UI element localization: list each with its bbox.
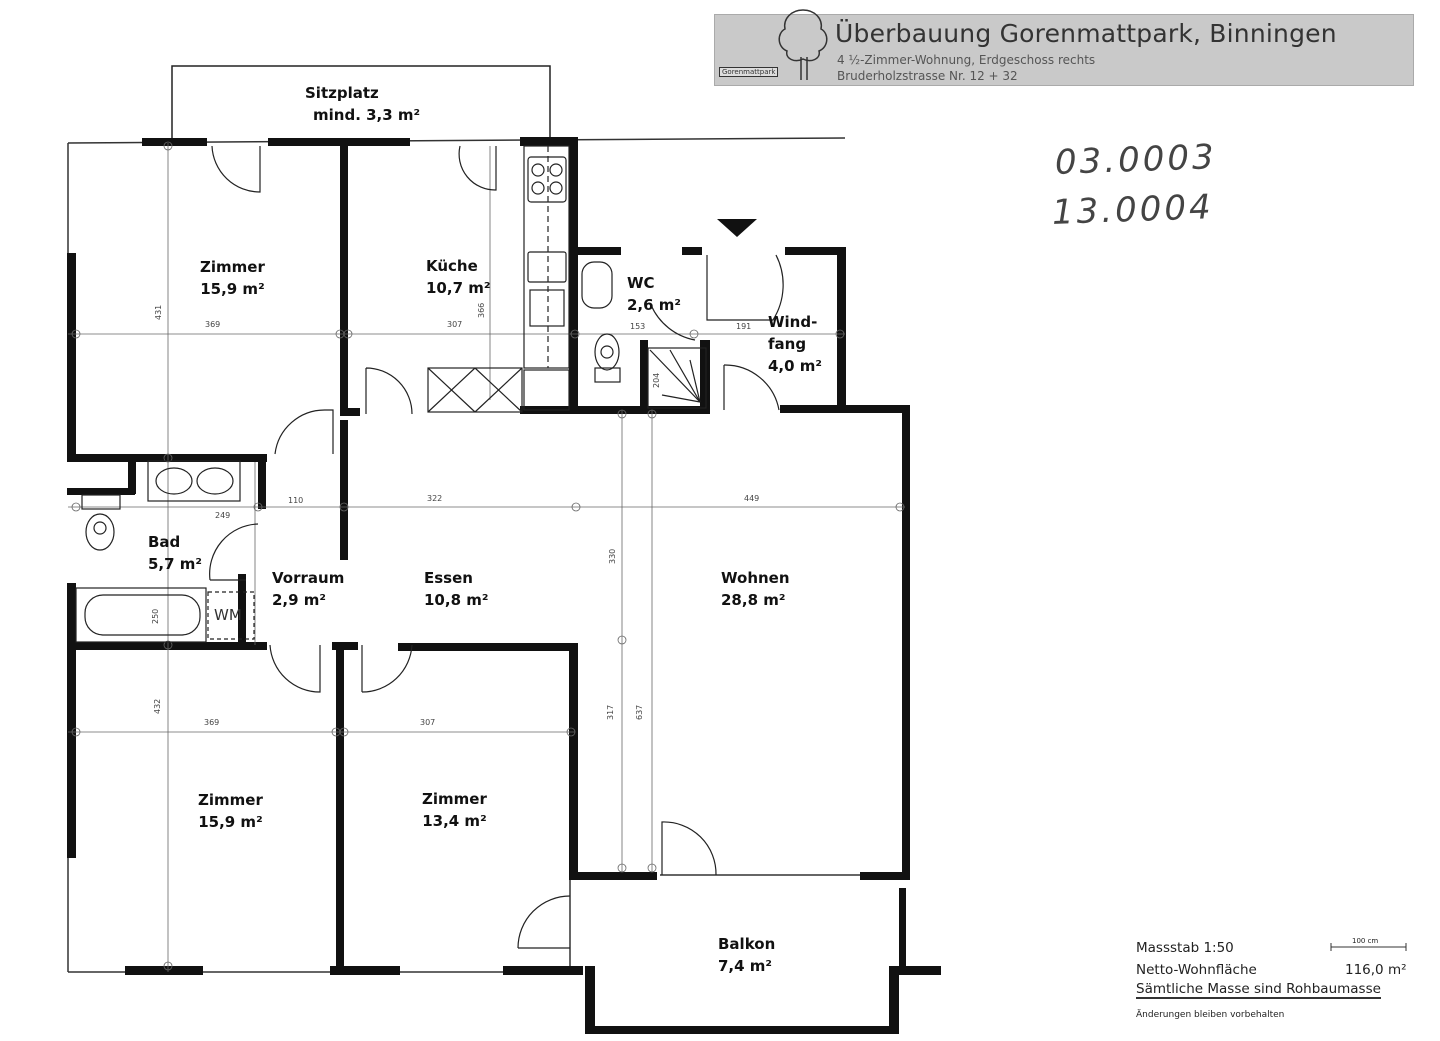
logo-label: Gorenmattpark — [719, 67, 779, 77]
room-name: WC — [627, 274, 655, 292]
dim-zimmer-sw-depth: 432 — [153, 698, 162, 714]
room-name: Küche — [426, 257, 478, 275]
room-area: 7,4 m² — [718, 957, 772, 975]
room-vorraum: Vorraum 2,9 m² — [272, 567, 344, 611]
room-sitzplatz: Sitzplatz mind. 3,3 m² — [305, 82, 420, 126]
dimension-markers — [71, 141, 905, 971]
room-wohnen: Wohnen 28,8 m² — [721, 567, 790, 611]
room-balkon: Balkon 7,4 m² — [718, 933, 775, 977]
room-zimmer-sw: Zimmer 15,9 m² — [198, 789, 263, 833]
dim-windfang-width: 191 — [736, 322, 752, 331]
room-name: Zimmer — [198, 791, 263, 809]
dim-zimmer-s-width: 307 — [420, 718, 436, 727]
disclaimer: Änderungen bleiben vorbehalten — [1136, 1010, 1285, 1020]
kitchen-counter — [427, 145, 570, 413]
scale-bar-label: 100 cm — [1352, 937, 1379, 945]
room-area: 10,7 m² — [426, 279, 491, 297]
entrance-arrow-icon — [717, 219, 757, 237]
plan-address: Bruderholzstrasse Nr. 12 + 32 — [837, 69, 1018, 83]
dim-wohnen-depth-b: 637 — [635, 704, 644, 720]
net-area-value: 116,0 m² — [1345, 962, 1407, 978]
dim-bad-depth: 250 — [151, 608, 160, 624]
dim-essen-depth: 330 — [608, 548, 617, 564]
dim-wohnen-depth-a: 317 — [606, 704, 615, 720]
room-area: 4,0 m² — [768, 357, 822, 375]
dimension-lines — [68, 143, 905, 972]
room-name: Zimmer — [200, 258, 265, 276]
room-name: Vorraum — [272, 569, 345, 587]
room-area: 15,9 m² — [198, 813, 263, 831]
room-area: 2,6 m² — [627, 296, 681, 314]
dim-wc-width: 153 — [630, 322, 646, 331]
room-zimmer-s: Zimmer 13,4 m² — [422, 788, 487, 832]
plan-subtitle: 4 ½-Zimmer-Wohnung, Erdgeschoss rechts — [837, 53, 1096, 67]
dim-zimmer-nw-width: 369 — [205, 320, 221, 329]
dim-zimmer-nw-depth: 431 — [154, 304, 163, 320]
room-area: 15,9 m² — [200, 280, 265, 298]
dim-wc-depth: 204 — [652, 372, 661, 388]
dim-vorraum-width: 110 — [288, 496, 304, 505]
room-area: 2,9 m² — [272, 591, 326, 609]
dim-bad-width: 249 — [215, 511, 231, 520]
room-name: Balkon — [718, 935, 776, 953]
handwritten-number-1: 03.0003 — [1054, 137, 1218, 183]
tree-icon — [778, 9, 828, 80]
dim-zimmer-sw-width: 369 — [204, 718, 220, 727]
handwritten-number-2: 13.0004 — [1051, 187, 1215, 233]
room-area: 5,7 m² — [148, 555, 202, 573]
room-area: 10,8 m² — [424, 591, 489, 609]
sitzplatz-outline — [171, 65, 551, 143]
room-zimmer-nw: Zimmer 15,9 m² — [200, 256, 265, 300]
dim-wohnen-width: 449 — [744, 494, 760, 503]
bathroom-fixtures — [75, 460, 255, 643]
doors — [209, 145, 784, 949]
room-name: Bad — [148, 533, 181, 551]
room-name: Essen — [424, 569, 473, 587]
room-area: mind. 3,3 m² — [313, 106, 421, 124]
washing-machine-label: WM — [214, 606, 242, 624]
construction-note: Sämtliche Masse sind Rohbaumasse — [1136, 981, 1381, 999]
room-essen: Essen 10,8 m² — [424, 567, 488, 611]
room-name: Zimmer — [422, 790, 487, 808]
room-name-2: fang — [768, 335, 807, 353]
net-area-label: Netto-Wohnfläche — [1136, 962, 1257, 978]
room-windfang: Wind- fang 4,0 m² — [768, 311, 822, 377]
room-bad: Bad 5,7 m² — [148, 531, 202, 575]
room-wc: WC 2,6 m² — [627, 272, 681, 316]
scale-bar — [1330, 943, 1407, 951]
dim-essen-width: 322 — [427, 494, 443, 503]
title-block: Gorenmattpark Überbauung Gorenmattpark, … — [714, 9, 1414, 86]
walls — [67, 137, 941, 1034]
room-name: Sitzplatz — [305, 84, 379, 102]
room-name: Wohnen — [721, 569, 790, 587]
room-kueche: Küche 10,7 m² — [426, 255, 490, 299]
room-name: Wind- — [768, 313, 818, 331]
dim-kueche-depth: 366 — [477, 302, 486, 318]
room-area: 28,8 m² — [721, 591, 786, 609]
room-area: 13,4 m² — [422, 812, 487, 830]
dim-kueche-width: 307 — [447, 320, 463, 329]
scale-label: Massstab 1:50 — [1136, 940, 1234, 956]
plan-title: Überbauung Gorenmattpark, Binningen — [835, 19, 1337, 48]
wc-fixtures — [581, 261, 707, 409]
